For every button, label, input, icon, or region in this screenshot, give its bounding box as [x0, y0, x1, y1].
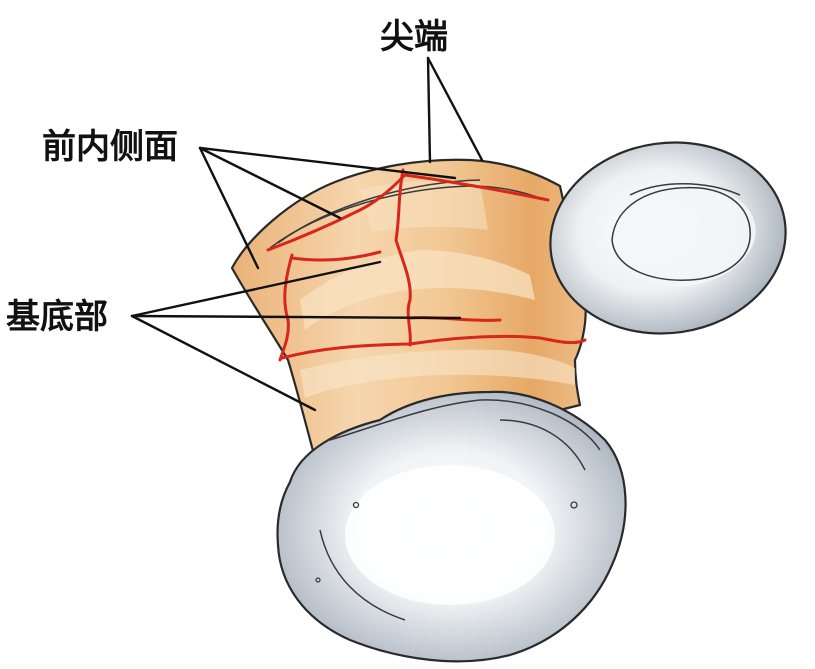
leader-base-1 — [130, 260, 382, 318]
fracture-line-top — [266, 173, 550, 252]
fracture-line-middle — [290, 250, 382, 262]
leader-anteromedial-3 — [198, 146, 260, 270]
label-tip: 尖端 — [380, 17, 448, 57]
leader-base-3 — [130, 314, 317, 412]
leader-tip-2 — [426, 56, 484, 162]
label-anteromedial-surface: 前内侧面 — [42, 127, 178, 167]
leader-lines — [130, 56, 484, 412]
label-base: 基底部 — [6, 297, 108, 337]
fracture-line-vertical — [394, 168, 412, 347]
leader-tip-1 — [426, 56, 432, 164]
leader-anteromedial-1 — [198, 146, 457, 180]
leader-anteromedial-2 — [198, 146, 342, 220]
leader-base-2 — [130, 314, 462, 320]
fracture-line-lower — [280, 334, 587, 360]
upper-articular-surface — [549, 141, 787, 335]
lower-articular-surface — [276, 390, 627, 663]
fracture-line-left-vertical — [278, 253, 294, 362]
